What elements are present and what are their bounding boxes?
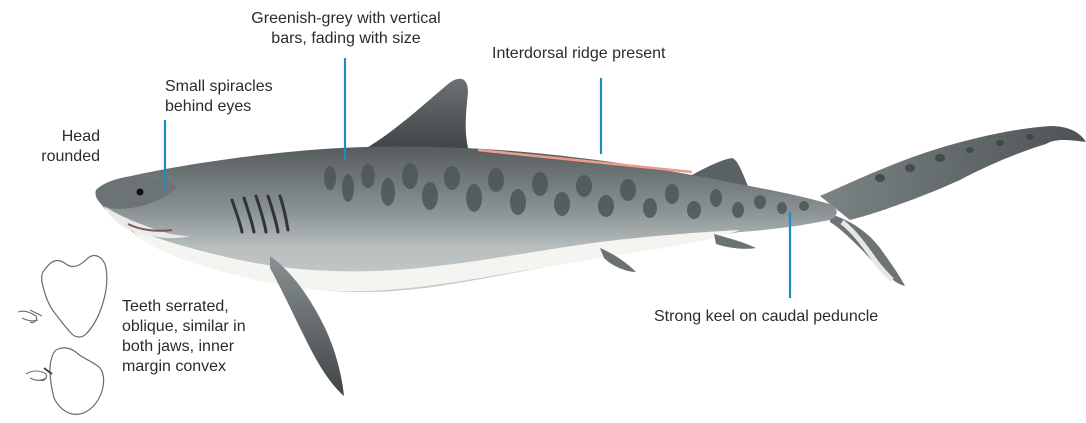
caudal-fin-upper: [820, 126, 1086, 220]
label-keel: Strong keel on caudal peduncle: [654, 307, 914, 327]
upper-tooth-icon: [42, 256, 107, 337]
label-head: Head rounded: [10, 127, 100, 167]
label-colour: Greenish-grey with vertical bars, fading…: [215, 9, 477, 49]
anal-fin: [714, 234, 756, 249]
lower-tooth-icon: [50, 348, 104, 414]
label-ridge: Interdorsal ridge present: [492, 44, 732, 64]
label-spiracles: Small spiracles behind eyes: [165, 77, 325, 117]
shark-eye: [137, 189, 144, 196]
label-teeth: Teeth serrated, oblique, similar in both…: [122, 297, 292, 377]
first-dorsal-fin: [360, 79, 480, 152]
teeth-illustrations: [12, 250, 122, 420]
